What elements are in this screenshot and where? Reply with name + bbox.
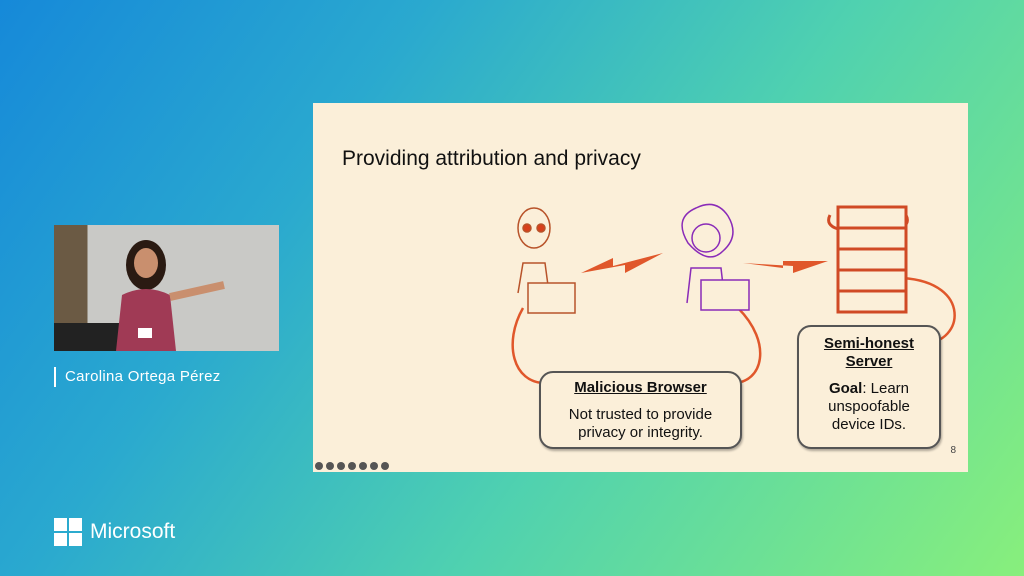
attack-bolt-icon — [743, 261, 828, 273]
subtitles-icon[interactable] — [348, 462, 356, 470]
speaker-name: Carolina Ortega Pérez — [54, 367, 221, 387]
next-icon[interactable] — [381, 462, 389, 470]
windows-logo-icon — [54, 518, 82, 546]
more-icon[interactable] — [370, 462, 378, 470]
devil-server-icon — [827, 205, 909, 314]
speaker-figure — [54, 240, 225, 351]
pen-icon[interactable] — [326, 462, 334, 470]
malicious-user-icon — [517, 207, 576, 314]
malicious-browser-box: Malicious Browser Not trusted to provide… — [539, 371, 742, 449]
slide-toolbar — [315, 462, 389, 470]
user-icon — [681, 203, 750, 311]
zoom-icon[interactable] — [337, 462, 345, 470]
previous-icon[interactable] — [315, 462, 323, 470]
attack-bolt-icon — [581, 253, 663, 273]
speaker-video — [54, 225, 279, 351]
connector-woman — [732, 307, 762, 385]
microsoft-logo: Microsoft — [54, 518, 175, 546]
presentation-slide: Providing attribution and privacy Malici… — [313, 103, 968, 472]
slide-title: Providing attribution and privacy — [342, 147, 641, 170]
camera-icon[interactable] — [359, 462, 367, 470]
page-number: 8 — [950, 445, 956, 456]
connector-man — [511, 307, 546, 385]
semi-honest-server-box: Semi-honest Server Goal: Learn unspoofab… — [797, 325, 941, 449]
diagram — [511, 203, 956, 387]
